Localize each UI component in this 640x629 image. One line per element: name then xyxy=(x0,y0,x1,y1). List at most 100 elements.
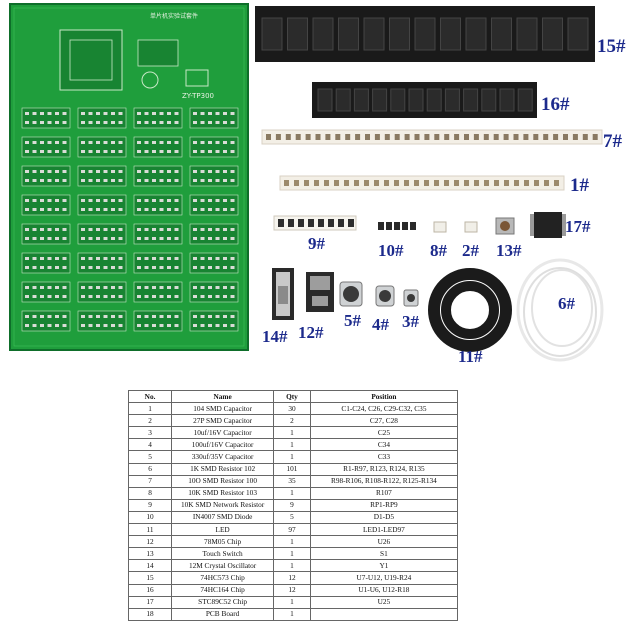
pcb-pad xyxy=(40,208,44,211)
network-resistor xyxy=(288,219,294,227)
pcb-pad xyxy=(103,150,108,153)
part-1-tape xyxy=(279,175,565,191)
cell-qty: 35 xyxy=(273,474,311,488)
pcb-pad xyxy=(32,112,37,115)
pcb-pad xyxy=(137,295,141,298)
label-4: 4# xyxy=(372,315,390,334)
pcb-pad xyxy=(174,257,179,260)
cell-name: IN4007 SMD Diode xyxy=(171,510,275,525)
cell-qty: 97 xyxy=(273,523,311,537)
pcb-pad xyxy=(152,199,156,202)
pcb-footprint xyxy=(77,252,127,274)
pcb-pad xyxy=(159,150,164,153)
pcb-footprint xyxy=(189,281,239,303)
pcb-pad xyxy=(152,121,156,124)
pcb-pad xyxy=(223,141,227,144)
smd-resistor xyxy=(315,134,321,140)
pcb-pad xyxy=(103,208,108,211)
pcb-pad xyxy=(223,295,227,298)
pcb-pad xyxy=(193,295,197,298)
pcb-pad xyxy=(137,141,141,144)
smd-resistor xyxy=(483,134,489,140)
pcb-footprint xyxy=(77,107,127,129)
pcb-pad xyxy=(25,237,29,240)
pcb-pad xyxy=(208,315,212,318)
ic-chip xyxy=(567,17,589,51)
smd-capacitor xyxy=(334,180,339,186)
pcb-pad xyxy=(174,315,179,318)
cell-position: U7-U12, U19-R24 xyxy=(309,571,459,585)
cell-name: 330uf/35V Capacitor xyxy=(171,450,275,464)
pcb-pad xyxy=(47,141,52,144)
pcb-pad xyxy=(174,286,179,289)
smd-diode xyxy=(386,222,392,230)
pcb-pad xyxy=(230,286,235,289)
pcb-pad xyxy=(103,324,108,327)
smd-capacitor xyxy=(404,180,409,186)
cell-position xyxy=(309,607,459,621)
pcb-pad xyxy=(208,324,212,327)
pcb-footprint xyxy=(133,252,183,274)
pcb-pad xyxy=(47,228,52,231)
pcb-pad xyxy=(47,295,52,298)
pcb-pad xyxy=(144,121,149,124)
label-1: 1# xyxy=(570,175,590,196)
pcb-pad xyxy=(167,315,171,318)
pcb-footprint xyxy=(189,194,239,216)
pcb-pad xyxy=(137,150,141,153)
pcb-footprint xyxy=(133,310,183,332)
pcb-pad xyxy=(174,199,179,202)
pcb-footprint xyxy=(133,165,183,187)
pcb-pad xyxy=(193,237,197,240)
pcb-pad xyxy=(103,112,108,115)
pcb-pad xyxy=(193,266,197,269)
pcb-pad xyxy=(200,286,205,289)
smd-resistor xyxy=(365,134,370,140)
pcb-pad xyxy=(144,112,149,115)
smd-capacitor xyxy=(534,180,539,186)
pcb-pad xyxy=(62,237,67,240)
cell-position: C25 xyxy=(309,426,459,440)
pcb-pad xyxy=(193,324,197,327)
kit-photo: 单片机实验试套件 ZY-TP300 xyxy=(9,3,626,366)
label-17: 17# xyxy=(565,217,591,236)
pcb-pad xyxy=(96,237,100,240)
smd-resistor xyxy=(572,134,578,140)
pcb-pad xyxy=(118,237,123,240)
pcb-pad xyxy=(167,112,171,115)
label-13: 13# xyxy=(496,241,522,260)
pcb-pad xyxy=(103,228,108,231)
smd-capacitor xyxy=(544,180,549,186)
pcb-footprint xyxy=(189,252,239,274)
pcb-pad xyxy=(62,208,67,211)
pcb-pad xyxy=(193,141,197,144)
pcb-pad xyxy=(55,121,59,124)
cell-position: LED1-LED97 xyxy=(309,523,459,537)
pcb-pad xyxy=(96,208,100,211)
pcb-pad xyxy=(208,208,212,211)
bom-header-qty: Qty xyxy=(273,389,311,404)
pcb-pad xyxy=(159,295,164,298)
pcb-pad xyxy=(193,170,197,173)
pcb-pad xyxy=(200,208,205,211)
pcb-pad xyxy=(25,179,29,182)
smd-resistor xyxy=(503,134,509,140)
pcb-pad xyxy=(174,266,179,269)
pcb-pad xyxy=(47,150,52,153)
pcb-pad xyxy=(144,286,149,289)
pcb-pad xyxy=(152,257,156,260)
smd-resistor xyxy=(592,134,598,140)
pcb-pad xyxy=(62,112,67,115)
smd-capacitor xyxy=(464,180,469,186)
pcb-pad xyxy=(167,179,171,182)
pcb-pad xyxy=(62,199,67,202)
pcb-pad xyxy=(47,324,52,327)
pcb-pad xyxy=(144,257,149,260)
pcb-pad xyxy=(159,228,164,231)
pcb-pad xyxy=(81,121,85,124)
pcb-pad xyxy=(215,112,220,115)
